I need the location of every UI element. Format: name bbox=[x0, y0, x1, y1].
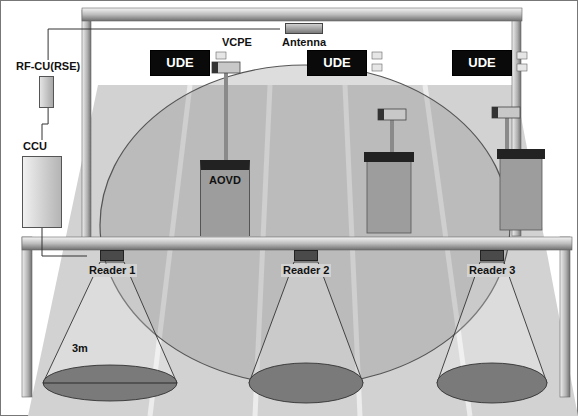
reader-unit: Reader 2 bbox=[281, 250, 331, 277]
node-text: UDE bbox=[316, 56, 358, 70]
reader-unit: Reader 3 bbox=[467, 250, 517, 277]
node-text: AOVD bbox=[201, 174, 249, 187]
node-text: Antenna bbox=[280, 36, 328, 49]
display-panel: UDE bbox=[307, 50, 367, 76]
booths bbox=[364, 149, 545, 233]
reader-box bbox=[294, 250, 318, 261]
node-text: Reader 3 bbox=[467, 264, 517, 277]
dimension-label: 3m bbox=[72, 342, 88, 355]
gantry-pole bbox=[22, 237, 32, 397]
reader-box bbox=[480, 250, 504, 261]
antenna-unit: Antenna bbox=[280, 23, 328, 49]
reader-box bbox=[100, 250, 124, 261]
node-text: UDE bbox=[461, 56, 503, 70]
node-text: RF-CU(RSE) bbox=[15, 60, 81, 73]
ccu-box bbox=[22, 156, 62, 228]
antenna-box bbox=[285, 23, 323, 34]
signal-wire bbox=[42, 228, 87, 256]
node-text: Reader 2 bbox=[281, 264, 331, 277]
reader-unit: Reader 1 bbox=[87, 250, 137, 277]
signal-wire bbox=[42, 108, 48, 140]
gantry-beam bbox=[22, 237, 572, 250]
display-panel: UDE bbox=[452, 50, 512, 76]
node-text: CCU bbox=[22, 140, 62, 153]
camera-label: VCPE bbox=[222, 36, 252, 49]
reader-beams bbox=[43, 262, 547, 403]
rfcu-box bbox=[39, 76, 54, 108]
cameras bbox=[212, 62, 520, 162]
node-text: Reader 1 bbox=[87, 264, 137, 277]
booth: AOVD bbox=[200, 160, 250, 236]
node-text: UDE bbox=[159, 56, 201, 70]
gantry-beam bbox=[82, 8, 522, 21]
roadside-unit: RF-CU(RSE) bbox=[15, 60, 81, 108]
control-cabinet: CCU bbox=[22, 140, 62, 228]
display-panel: UDE bbox=[150, 50, 210, 76]
coverage-zone bbox=[100, 65, 510, 385]
gantry-pole bbox=[560, 237, 570, 397]
gantry-pole bbox=[82, 10, 91, 238]
